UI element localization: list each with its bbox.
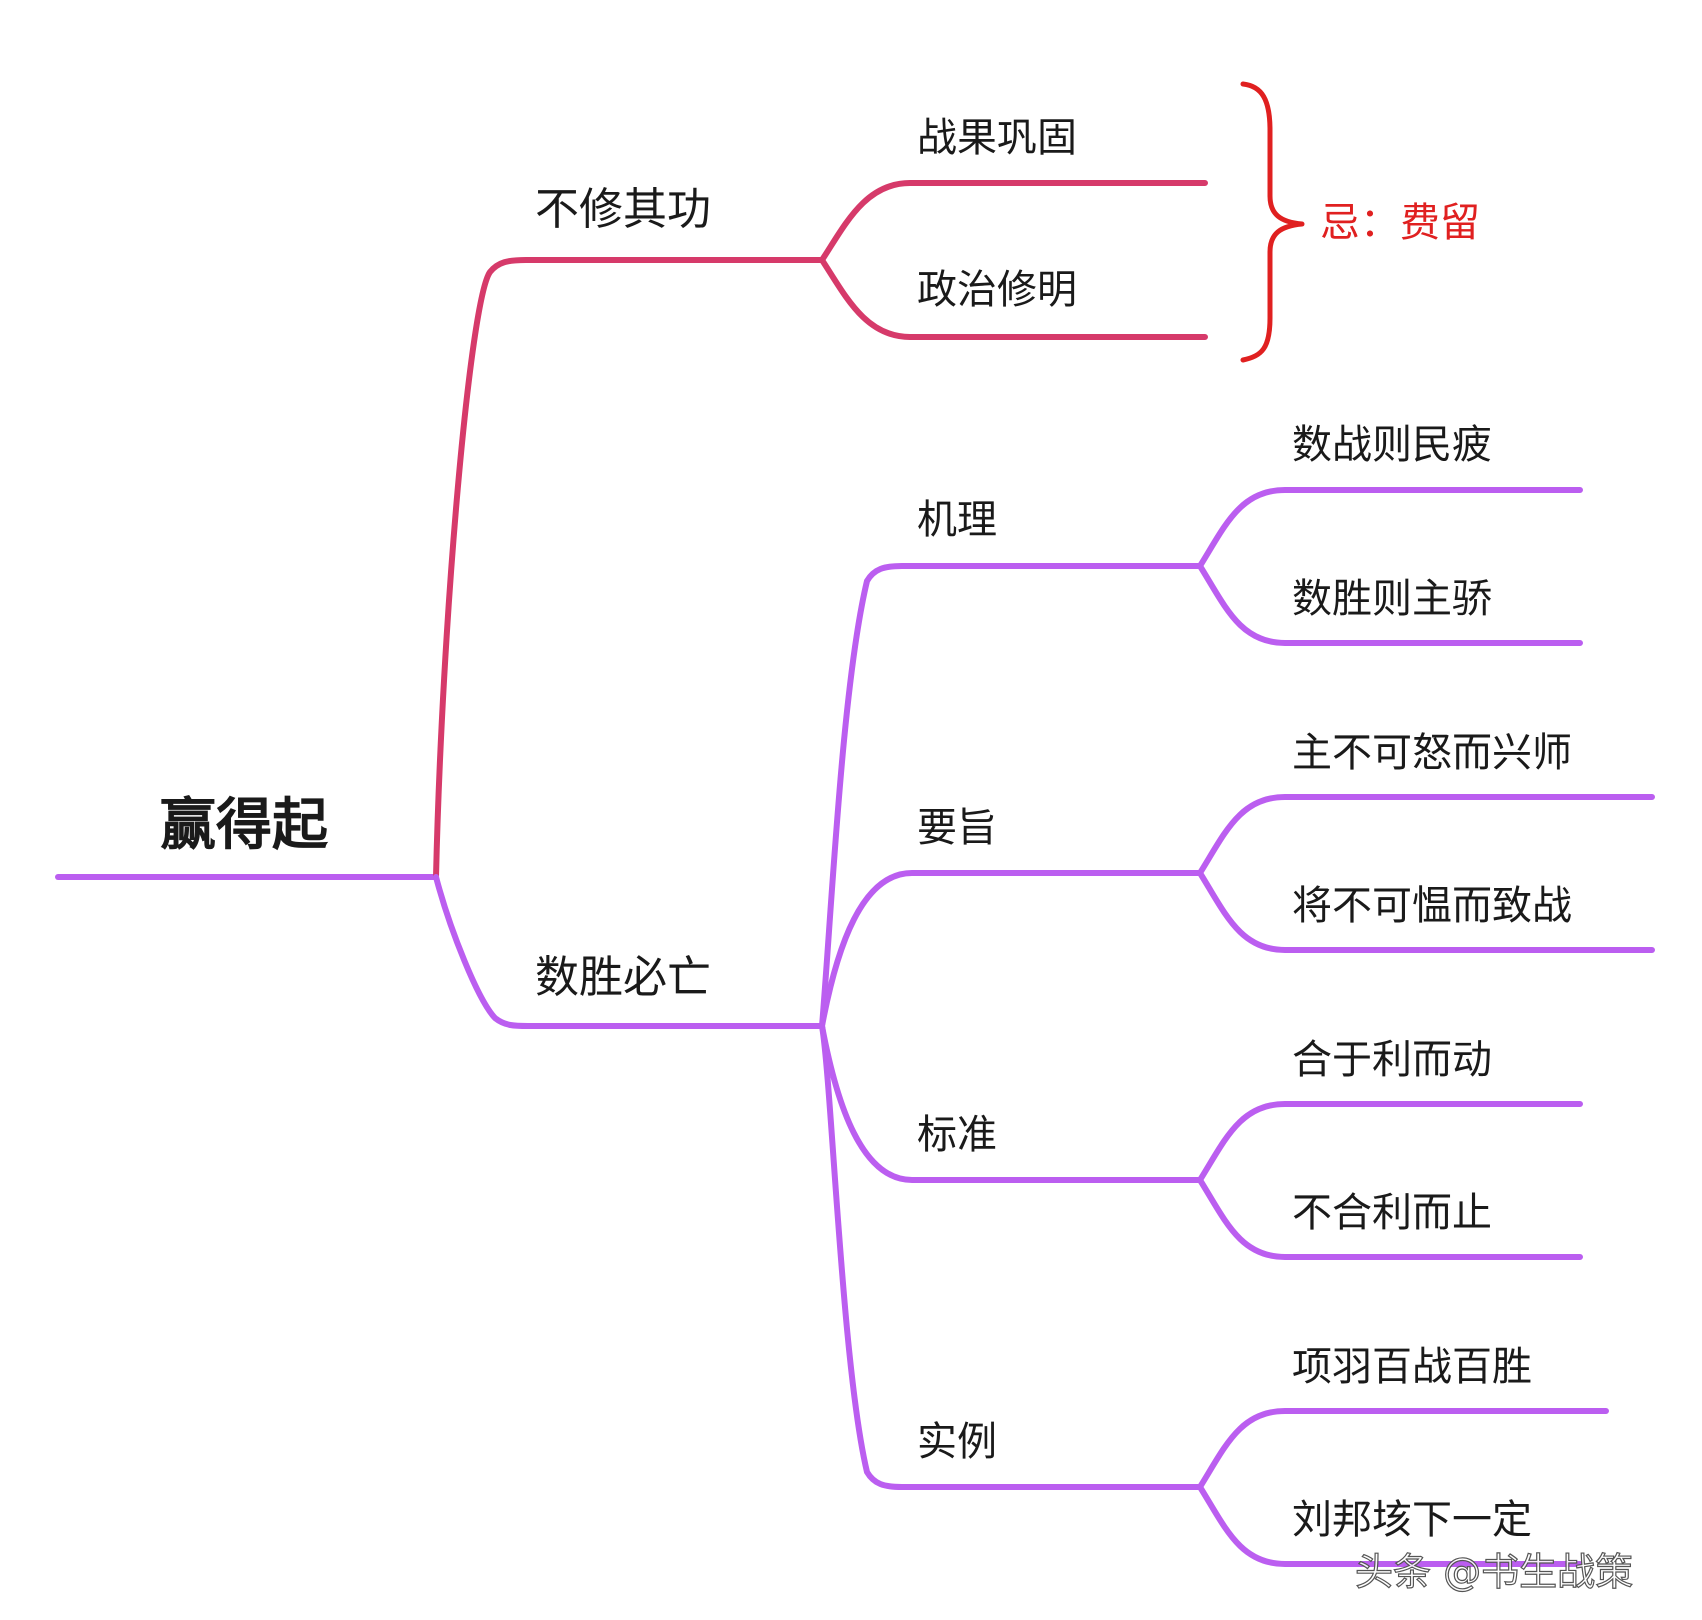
node-jili: 机理 [917,497,997,543]
leaf-xiangyu-baizhan: 项羽百战百胜 [1292,1344,1532,1390]
curly-brace-icon [1240,81,1305,363]
watermark: 头条 @书生战策 [1354,1550,1634,1594]
node-biaozhun: 标准 [917,1112,997,1158]
connector-branch-shushengbiwang [433,874,825,1029]
connector-leaf-xiangyu-baizhan [1197,1408,1609,1490]
connector-leaf-heyu-li-er-dong [1197,1101,1583,1183]
connector-leaf-zhengzhi-xiuming [819,257,1208,340]
connector-node-yaozhi [819,870,1203,1029]
connector-leaf-zhu-buke-nu [1197,794,1655,876]
connector-leaf-jiang-buke-yun [1197,870,1655,953]
branch-buxiuqigong: 不修其功 [535,184,711,235]
connector-leaf-bu-he-li-er-zhi [1197,1177,1583,1260]
leaf-zhanguo-gonggu: 战果巩固 [917,115,1077,161]
taboo-note: 忌：费留 [1320,200,1480,246]
leaf-heyu-li-er-dong: 合于利而动 [1292,1037,1492,1083]
leaf-liubang-gaixia: 刘邦垓下一定 [1292,1497,1532,1543]
connector-leaf-shuzhan-minpi [1197,487,1583,569]
connector-node-jili [819,563,1203,1029]
connector-node-shili [819,1023,1203,1490]
node-shili: 实例 [917,1419,997,1465]
leaf-bu-he-li-er-zhi: 不合利而止 [1292,1190,1492,1236]
root-node: 赢得起 [160,793,328,858]
connector-leaf-shusheng-zhujiao [1197,563,1583,646]
node-yaozhi: 要旨 [917,805,997,851]
leaf-jiang-buke-yun: 将不可愠而致战 [1292,883,1572,929]
leaf-zhengzhi-xiuming: 政治修明 [917,267,1077,313]
connector-branch-buxiuqigong [433,257,825,880]
leaf-shuzhan-minpi: 数战则民疲 [1292,422,1492,468]
leaf-zhu-buke-nu: 主不可怒而兴师 [1292,730,1572,776]
branch-shushengbiwang: 数胜必亡 [535,952,711,1003]
connector-leaf-liubang-gaixia [1197,1484,1583,1567]
leaf-shusheng-zhujiao: 数胜则主骄 [1292,576,1492,622]
connector-leaf-zhanguo-gonggu [819,180,1208,263]
connector-node-biaozhun [819,1023,1203,1183]
